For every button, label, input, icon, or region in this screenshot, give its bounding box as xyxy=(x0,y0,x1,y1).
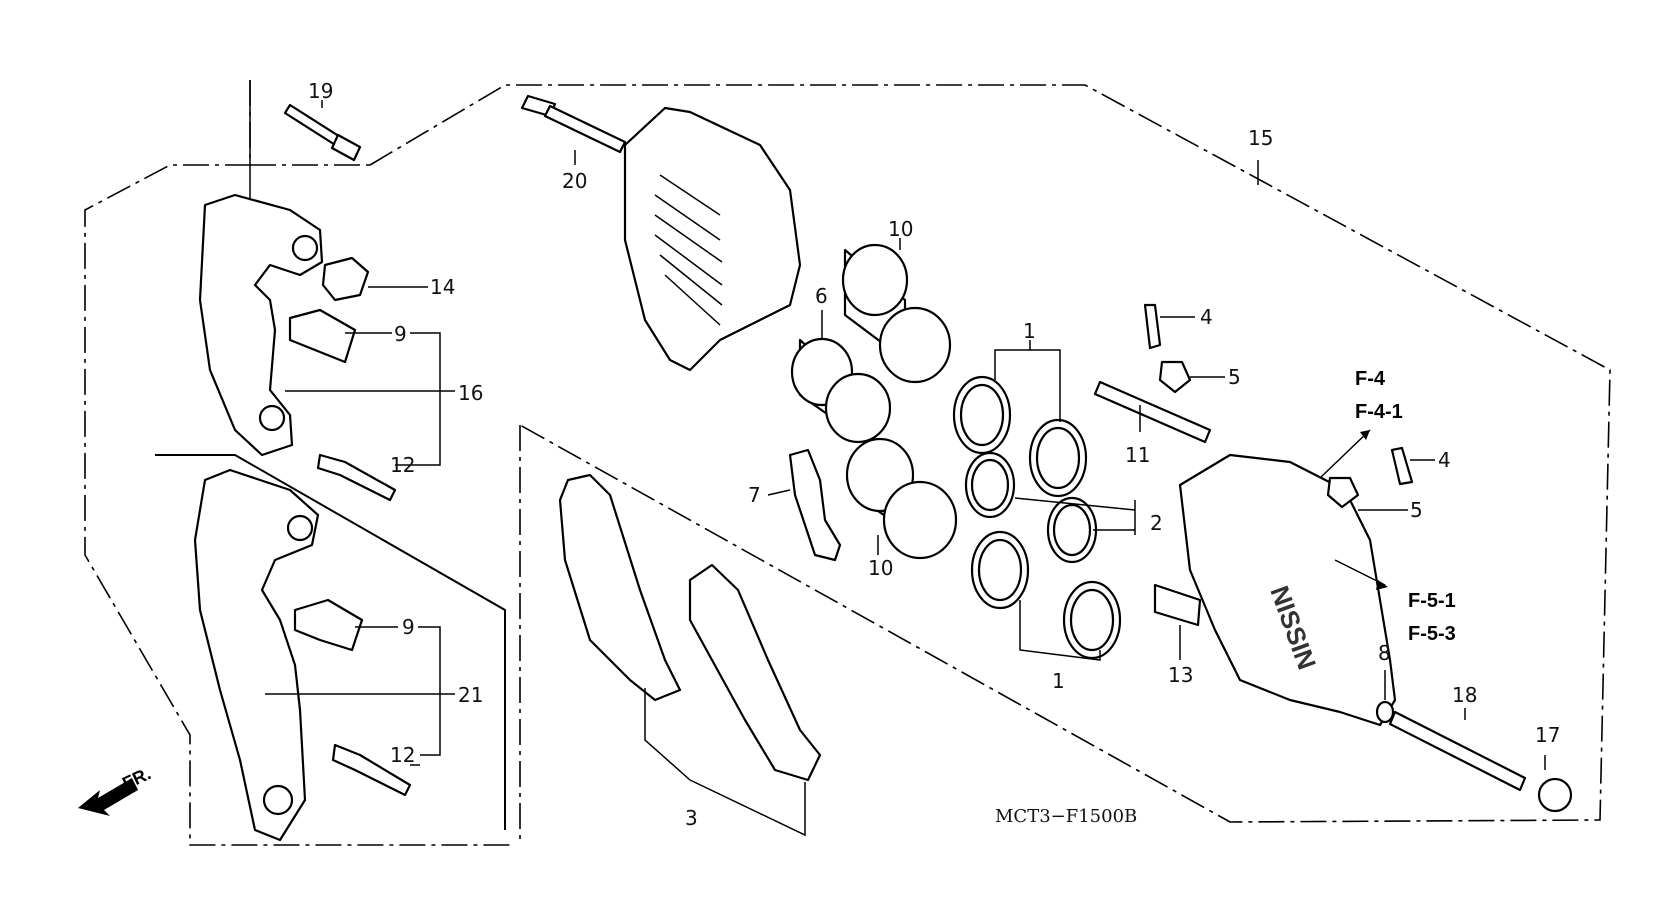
brake-pad-3-front xyxy=(558,473,682,702)
callout-5-upper: 5 xyxy=(1228,365,1241,389)
caliper-bracket-lower xyxy=(193,468,320,842)
callout-9-upper: 9 xyxy=(394,322,407,346)
arrow-f5-head xyxy=(1376,580,1388,590)
piston-10-upper xyxy=(841,243,952,384)
callout-3: 3 xyxy=(685,806,698,830)
left-group-outline xyxy=(84,80,510,846)
washer-8 xyxy=(1375,700,1395,724)
seal-1-upper-left xyxy=(952,375,1012,455)
seal-1-lower-left xyxy=(970,530,1030,610)
callout-9-lower: 9 xyxy=(402,615,415,639)
main-group-outline xyxy=(369,84,1611,823)
reference-f5-1: F-5-1 xyxy=(1408,590,1456,612)
callout-10-upper: 10 xyxy=(888,217,913,241)
reference-f4: F-4 xyxy=(1355,368,1386,390)
callout-8: 8 xyxy=(1378,641,1391,665)
callout-4-lower: 4 xyxy=(1438,448,1451,472)
callout-12-lower: 12 xyxy=(390,743,415,767)
front-arrow: FR. xyxy=(78,763,154,816)
caliper-body-inner xyxy=(623,106,802,372)
callout-19: 19 xyxy=(308,79,333,103)
callout-13: 13 xyxy=(1168,663,1193,687)
pin-12-upper xyxy=(316,453,397,502)
caliper-body-outer xyxy=(1178,453,1397,727)
callout-12-upper: 12 xyxy=(390,453,415,477)
bracket-hole xyxy=(258,404,286,432)
callout-15: 15 xyxy=(1248,126,1273,150)
callout-2: 2 xyxy=(1150,511,1163,535)
plug-17 xyxy=(1537,777,1573,813)
bracket-hole xyxy=(291,234,319,262)
piston-6 xyxy=(790,337,892,444)
bolt-13 xyxy=(1153,583,1202,627)
seal-2-left xyxy=(964,451,1016,519)
bleeder-cap-5-lower xyxy=(1326,476,1360,509)
callout-11: 11 xyxy=(1125,443,1150,467)
bolt-20 xyxy=(520,94,627,154)
callout-17: 17 xyxy=(1535,723,1560,747)
bracket-hole xyxy=(262,784,294,816)
bleeder-4-lower xyxy=(1390,446,1414,486)
callout-14: 14 xyxy=(430,275,455,299)
seal-2-right xyxy=(1046,496,1098,564)
bleeder-cap-5-upper xyxy=(1158,360,1192,394)
pad-spring-7 xyxy=(788,448,842,562)
arrow-f4-head xyxy=(1360,430,1370,440)
clip-9-upper xyxy=(288,308,357,364)
callout-1-lower: 1 xyxy=(1052,669,1065,693)
callout-7: 7 xyxy=(748,483,761,507)
leader-lines xyxy=(265,100,1546,837)
callout-6: 6 xyxy=(815,284,828,308)
callout-16: 16 xyxy=(458,381,483,405)
arrow-f5 xyxy=(1334,559,1386,586)
clip-9-lower xyxy=(293,598,364,652)
caliper-ribs xyxy=(654,174,723,326)
reference-f5-3: F-5-3 xyxy=(1408,623,1456,645)
bleeder-4-upper xyxy=(1143,303,1162,350)
piston-10-lower xyxy=(845,437,958,560)
callout-21: 21 xyxy=(458,683,483,707)
pin-18 xyxy=(1388,710,1527,792)
bushing-14 xyxy=(321,256,370,302)
diagram-code: MCT3−F1500B xyxy=(995,806,1137,827)
callout-1-upper: 1 xyxy=(1023,319,1036,343)
callout-20: 20 xyxy=(562,169,587,193)
arrow-f4 xyxy=(1319,429,1371,479)
pin-12-lower xyxy=(331,743,412,797)
bolt-19 xyxy=(283,103,362,162)
callout-4-upper: 4 xyxy=(1200,305,1213,329)
caliper-bracket-upper xyxy=(198,193,324,457)
lower-bracket-outline xyxy=(155,454,506,830)
seal-1-lower-right xyxy=(1062,580,1122,660)
reference-f4-1: F-4-1 xyxy=(1355,401,1403,423)
callout-5-lower: 5 xyxy=(1410,498,1423,522)
bracket-hole xyxy=(286,514,314,542)
callout-18: 18 xyxy=(1452,683,1477,707)
brake-pad-3-rear xyxy=(688,563,822,782)
pad-pin-11 xyxy=(1093,380,1212,444)
seal-1-upper-right xyxy=(1028,418,1088,498)
callout-10-lower: 10 xyxy=(868,556,893,580)
